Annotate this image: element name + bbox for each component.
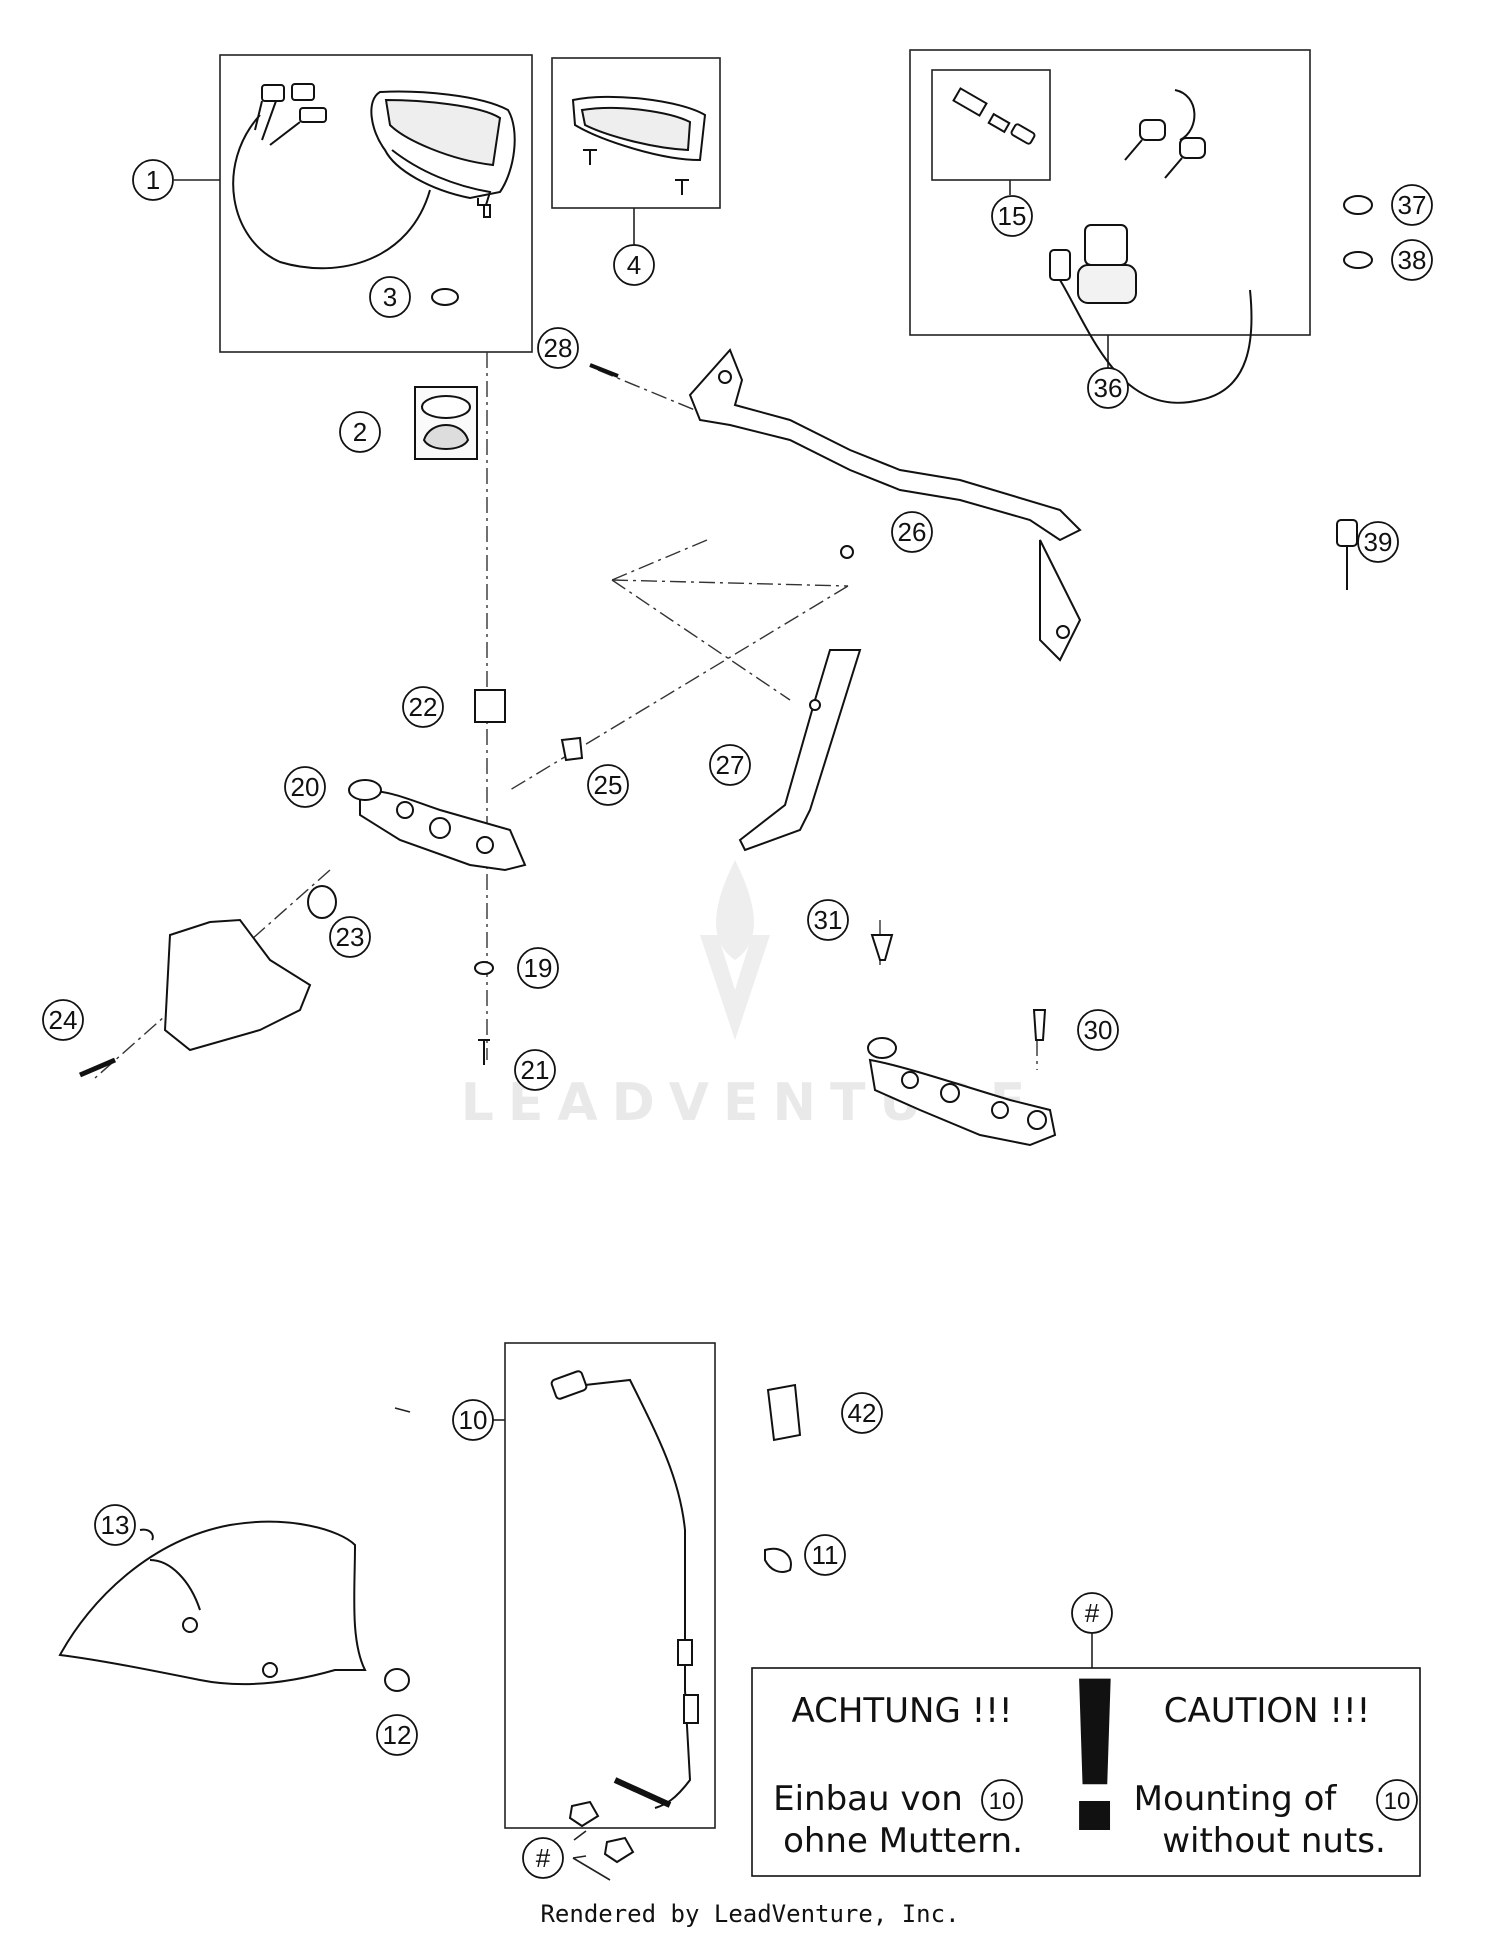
caution-de-line1: Einbau von: [773, 1779, 963, 1819]
callout-36: 36: [1087, 367, 1129, 409]
callout-22: 22: [402, 686, 444, 728]
callout-hash-caution: #: [1071, 1592, 1113, 1634]
callout-19: 19: [517, 947, 559, 989]
callout-15: 15: [991, 195, 1033, 237]
svg-text:2: 2: [353, 417, 367, 447]
caution-de-ref: 10: [989, 1788, 1016, 1815]
svg-text:13: 13: [101, 1510, 130, 1540]
svg-text:24: 24: [49, 1005, 78, 1035]
callout-11: 11: [804, 1534, 846, 1576]
caution-exclamation: !: [1058, 1631, 1131, 1877]
callout-10: 10: [452, 1399, 494, 1441]
caution-en-line2: without nuts.: [1162, 1821, 1386, 1861]
callout-21: 21: [514, 1049, 556, 1091]
caution-en-title: CAUTION !!!: [1164, 1691, 1371, 1731]
svg-text:19: 19: [524, 953, 553, 983]
svg-text:#: #: [1085, 1598, 1100, 1628]
svg-text:26: 26: [898, 517, 927, 547]
footer-credit: Rendered by LeadVenture, Inc.: [540, 1900, 960, 1928]
callout-2: 2: [339, 411, 381, 453]
callout-37: 37: [1391, 184, 1433, 226]
svg-text:30: 30: [1084, 1015, 1113, 1045]
callout-42: 42: [841, 1392, 883, 1434]
callout-26: 26: [891, 511, 933, 553]
callout-30: 30: [1077, 1009, 1119, 1051]
callout-4: 4: [613, 244, 655, 286]
callout-38: 38: [1391, 239, 1433, 281]
callout-24: 24: [42, 999, 84, 1041]
group-box-lock: [931, 69, 1051, 181]
callout-23: 23: [329, 916, 371, 958]
callout-hash-sensor: #: [522, 1837, 564, 1879]
callout-1: 1: [132, 159, 174, 201]
svg-text:31: 31: [814, 905, 843, 935]
caution-de-line2: ohne Muttern.: [783, 1821, 1023, 1861]
svg-text:27: 27: [716, 750, 745, 780]
svg-text:4: 4: [627, 250, 641, 280]
caution-box: ACHTUNG !!! CAUTION !!! Einbau von ohne …: [751, 1631, 1421, 1877]
svg-text:20: 20: [291, 772, 320, 802]
svg-text:21: 21: [521, 1055, 550, 1085]
caution-de-title: ACHTUNG !!!: [791, 1691, 1012, 1731]
callout-28: 28: [537, 327, 579, 369]
callout-39: 39: [1357, 521, 1399, 563]
callout-20: 20: [284, 766, 326, 808]
svg-text:1: 1: [146, 165, 160, 195]
svg-text:11: 11: [812, 1540, 839, 1570]
group-box-speedometer: [219, 54, 533, 353]
svg-text:23: 23: [336, 922, 365, 952]
svg-text:38: 38: [1398, 245, 1427, 275]
svg-text:36: 36: [1094, 373, 1123, 403]
svg-text:25: 25: [594, 770, 623, 800]
svg-text:22: 22: [409, 692, 438, 722]
svg-text:10: 10: [459, 1405, 488, 1435]
svg-text:28: 28: [544, 333, 573, 363]
svg-text:3: 3: [383, 282, 397, 312]
caution-en-ref: 10: [1384, 1788, 1411, 1815]
caution-en-line1: Mounting of: [1134, 1779, 1338, 1819]
callout-31: 31: [807, 899, 849, 941]
svg-text:37: 37: [1398, 190, 1427, 220]
svg-text:15: 15: [998, 201, 1027, 231]
callout-3: 3: [369, 276, 411, 318]
group-box-sensor: [504, 1342, 716, 1829]
svg-text:42: 42: [848, 1398, 877, 1428]
callout-12: 12: [376, 1714, 418, 1756]
callout-27: 27: [709, 744, 751, 786]
svg-text:#: #: [536, 1843, 551, 1873]
callout-13: 13: [94, 1504, 136, 1546]
group-box-ignition: [909, 49, 1311, 336]
svg-text:39: 39: [1364, 527, 1393, 557]
svg-text:12: 12: [383, 1720, 412, 1750]
group-box-cover: [551, 57, 721, 209]
callout-25: 25: [587, 764, 629, 806]
